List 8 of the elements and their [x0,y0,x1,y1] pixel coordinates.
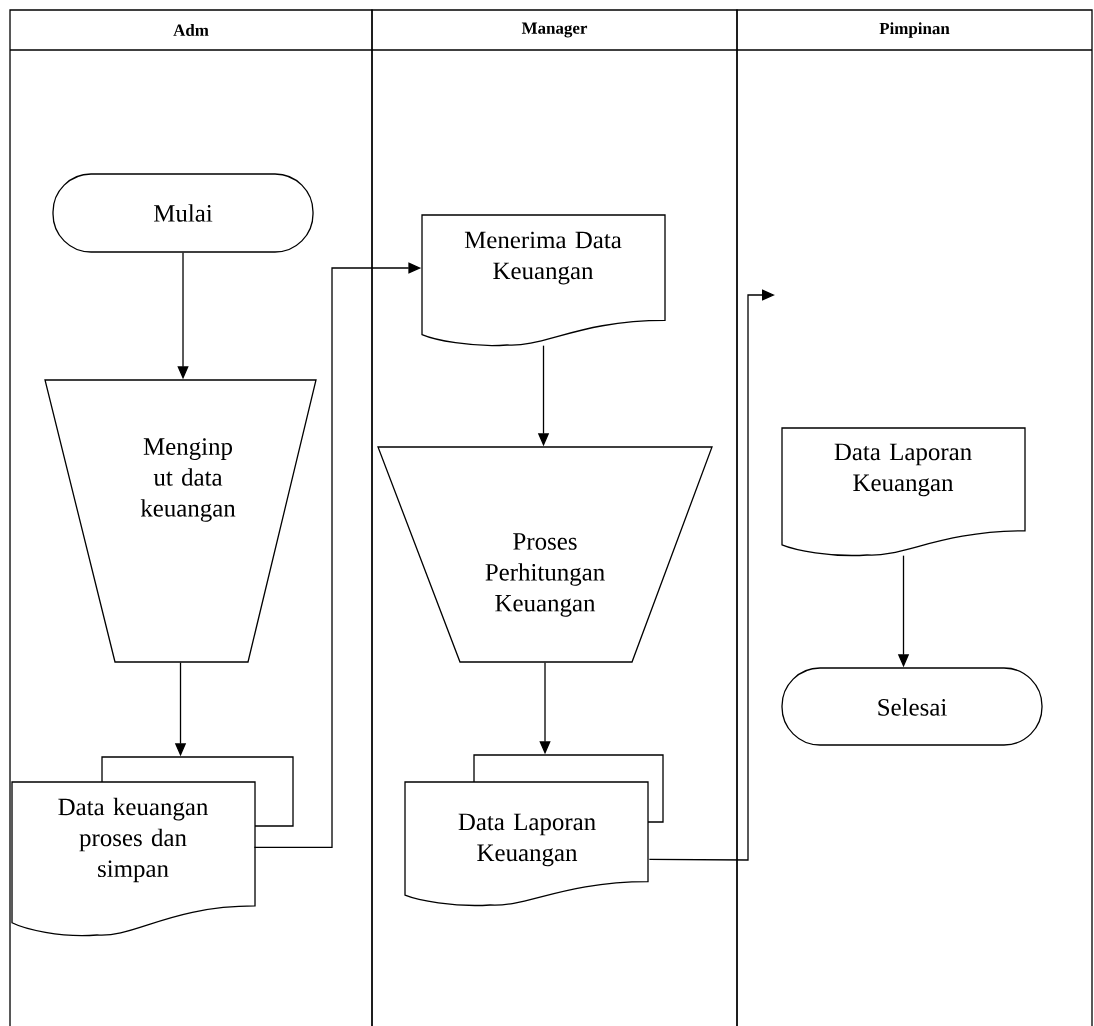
manual-operation: Menginp ut data keuangan [44,379,317,663]
manual-operation: Proses Perhitungan Keuangan [377,446,713,663]
terminator: Selesai [781,667,1043,746]
terminator: Mulai [52,173,314,253]
document: Data Laporan Keuangan [781,427,1026,557]
document: Menerima Data Keuangan [421,214,666,347]
multi-document: Data keuangan proses dan simpan [11,756,294,937]
multi-document: Data Laporan Keuangan [404,754,664,907]
